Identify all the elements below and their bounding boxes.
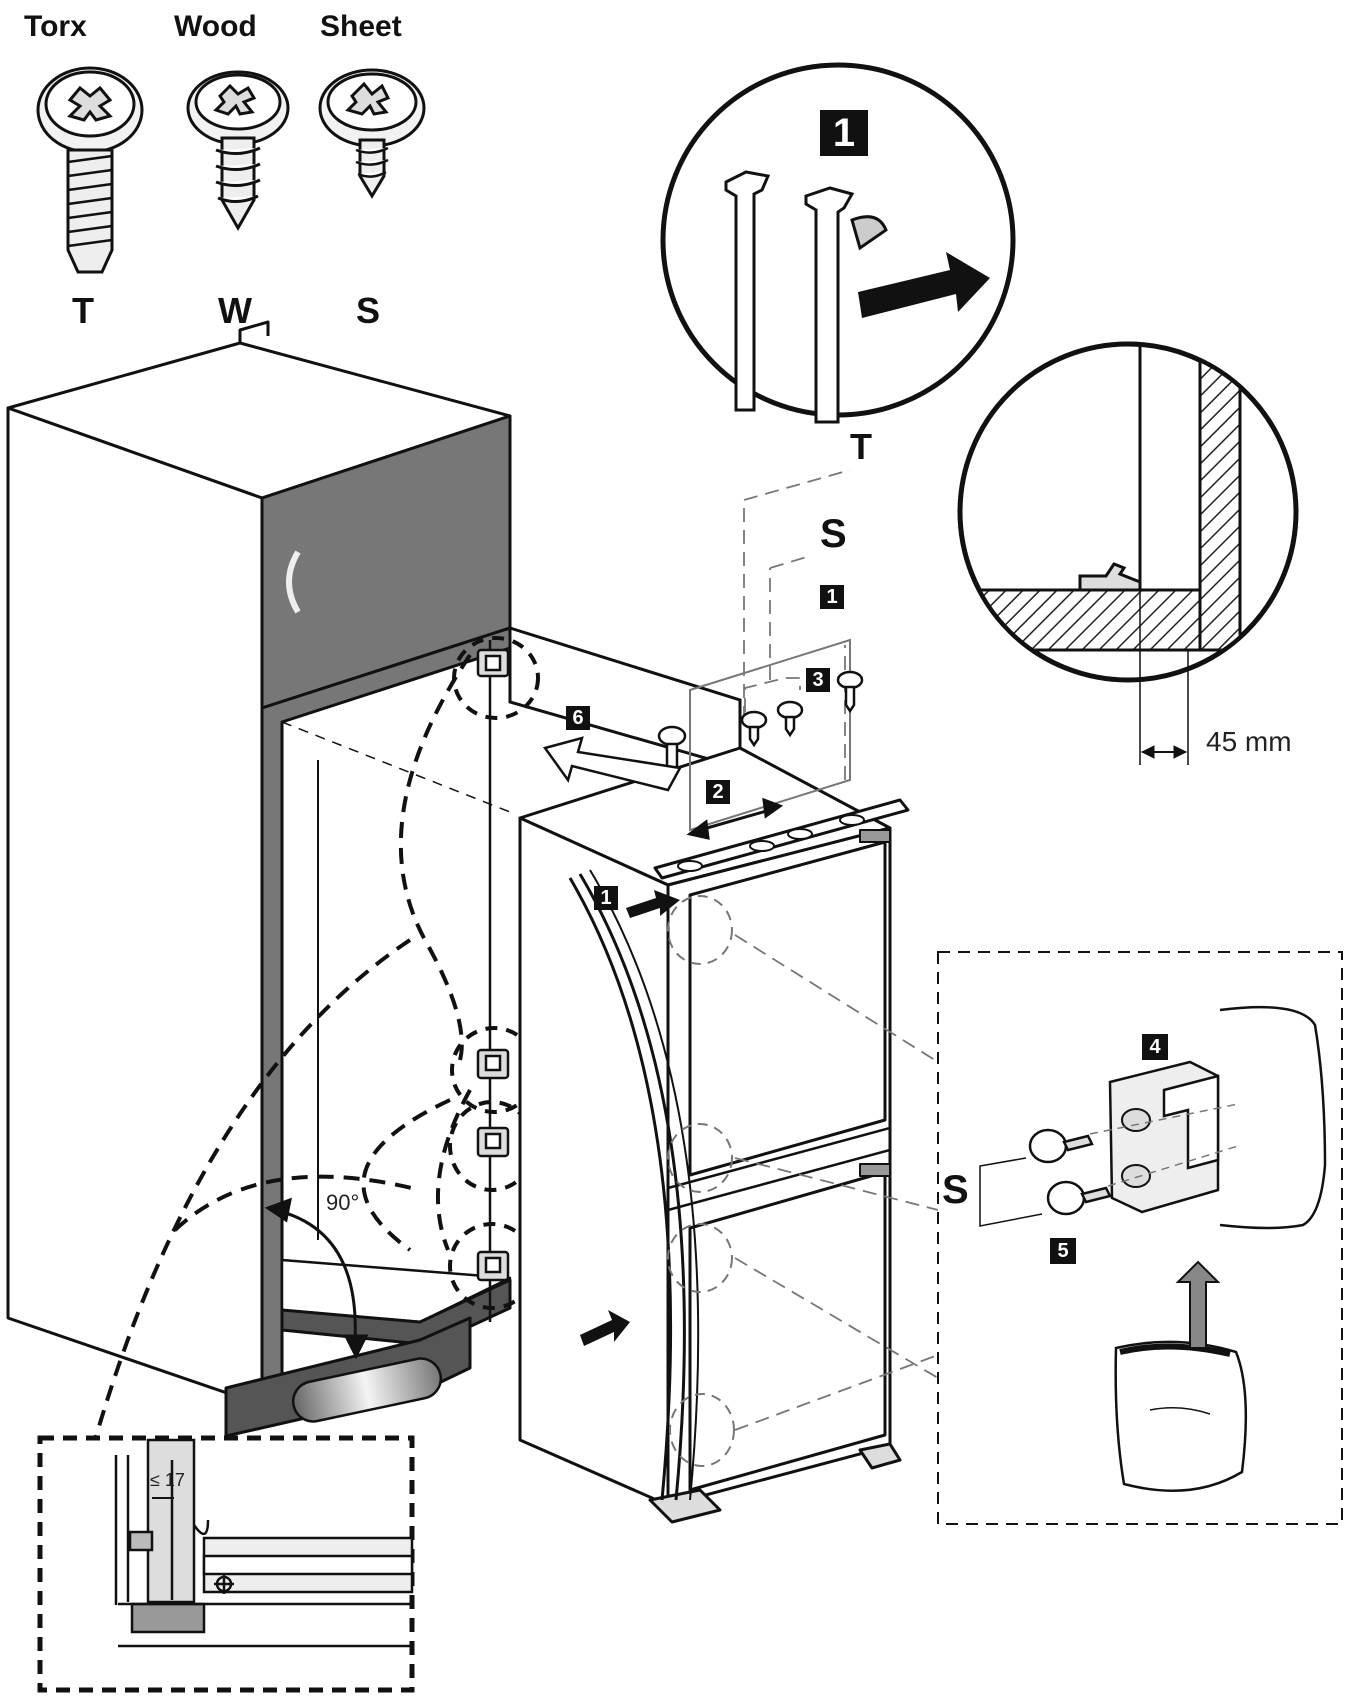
fridge-appliance xyxy=(518,746,910,1524)
leader-lines xyxy=(734,469,939,1431)
gap-measurement: 45 mm xyxy=(1206,726,1292,757)
max-offset-label: ≤ 17 xyxy=(150,1470,185,1490)
zoom-circle-seal xyxy=(660,62,1016,424)
wood-screw-icon xyxy=(186,70,290,232)
callout-t: T xyxy=(850,426,872,467)
step-badge-5: 5 xyxy=(1050,1238,1076,1264)
fridge-hinge-circles xyxy=(667,895,735,1467)
step-badge-1-top: 1 xyxy=(820,585,844,609)
step-2-arrow xyxy=(686,797,784,840)
angle-label: 90° xyxy=(326,1190,360,1215)
door-swing-arcs xyxy=(93,653,472,1441)
step-6-arrow xyxy=(542,736,682,792)
step-1-arrow xyxy=(580,890,680,1346)
hinge-group xyxy=(476,648,510,1282)
door-seal-strip xyxy=(568,869,700,1501)
screw-name-torx: Torx xyxy=(24,10,87,43)
screw-name-sheet: Sheet xyxy=(320,10,402,43)
callout-s-right: S xyxy=(942,1168,969,1212)
angle-indicator xyxy=(264,1197,369,1360)
tall-cabinet xyxy=(6,320,512,1438)
callout-s-top: S xyxy=(820,512,847,556)
screw-code-w: W xyxy=(218,290,252,331)
screw-name-wood: Wood xyxy=(174,10,257,43)
step-badge-4: 4 xyxy=(1142,1034,1168,1060)
step-badge-2: 2 xyxy=(706,780,730,804)
sheet-screw-icon xyxy=(318,68,426,199)
step-badge-1-zoom: 1 xyxy=(820,110,868,156)
top-bracket-panel xyxy=(689,638,851,832)
bracket-detail-box xyxy=(937,951,1343,1525)
torx-screw-icon xyxy=(36,66,144,274)
plinth-detail-box xyxy=(37,1435,415,1693)
step-badge-6: 6 xyxy=(566,706,590,730)
screw-code-t: T xyxy=(72,290,94,331)
zoom-circle-section xyxy=(957,341,1299,765)
step-badge-3: 3 xyxy=(806,668,830,692)
screw-code-s: S xyxy=(356,290,381,331)
step-badge-1-door: 1 xyxy=(594,886,618,910)
